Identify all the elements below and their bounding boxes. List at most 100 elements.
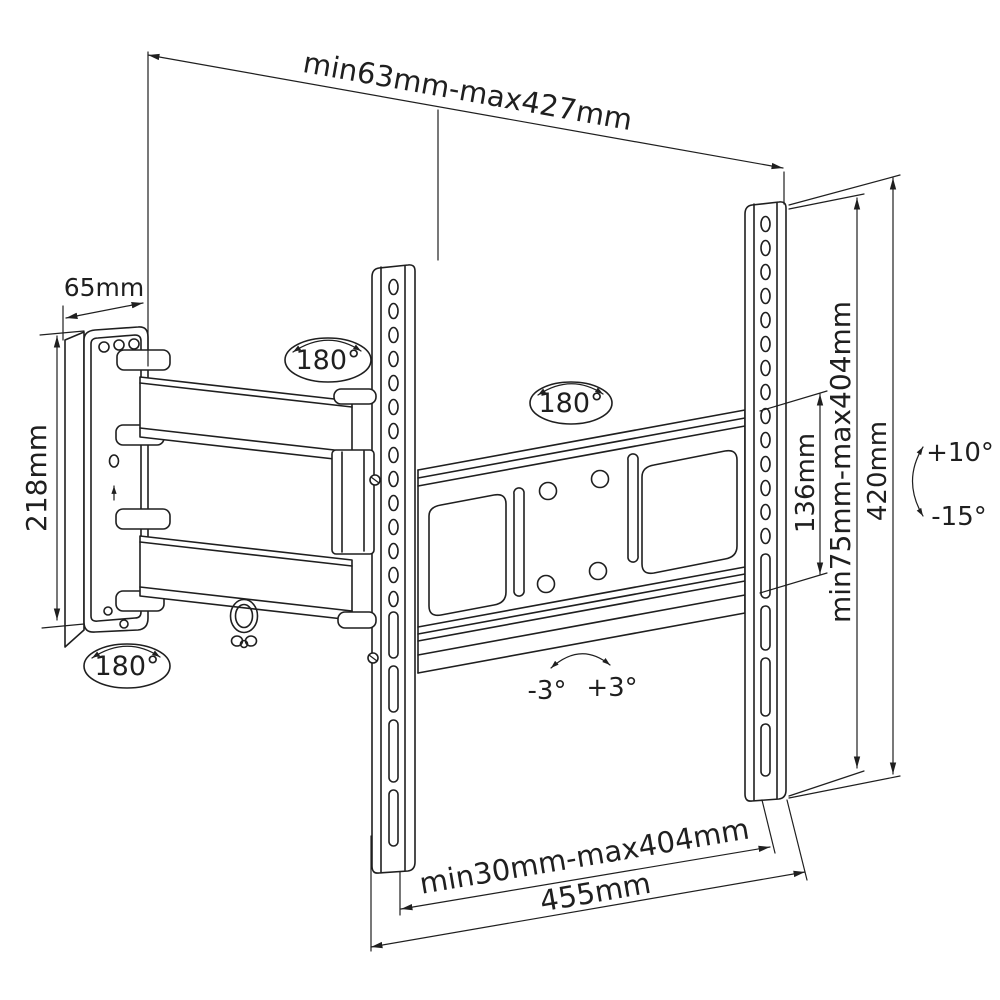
tv-plate-bottom-fold	[417, 594, 746, 656]
rail-hole	[760, 407, 771, 425]
swivel-ellipse	[529, 381, 613, 425]
rail-hole	[760, 239, 771, 257]
rail-hole	[388, 566, 399, 584]
rail-hole	[760, 335, 771, 353]
wall-plate-side-face	[64, 331, 85, 648]
rail-hole	[388, 446, 399, 464]
tv-plate-lower-lip	[417, 612, 746, 674]
rail-hole	[388, 374, 399, 392]
vesa-hole	[536, 574, 556, 594]
extension-line	[786, 799, 808, 881]
rail-hole	[760, 359, 771, 377]
extension-line	[39, 330, 85, 336]
rail-slot	[760, 605, 771, 651]
pull-ring-inner	[234, 603, 254, 629]
dim-wall-plate-height-label: 218mm	[20, 424, 53, 532]
lower-arm	[139, 535, 353, 621]
rail-hole	[760, 527, 771, 545]
tilt-up-label: +10°	[926, 438, 994, 468]
rail-hole	[760, 503, 771, 521]
rail-hole	[388, 326, 399, 344]
right-rail-body	[744, 201, 787, 802]
rail-slot	[760, 657, 771, 717]
rail-hole	[388, 422, 399, 440]
wall-plate-inner-outline	[90, 334, 142, 622]
lower-arm-fold-line	[139, 541, 353, 567]
rail-hole	[760, 215, 771, 233]
swivel-tv-label: 180°	[538, 388, 603, 419]
rail-screw-slot	[370, 476, 380, 484]
dim-wall-plate-width-label: 65mm	[64, 273, 145, 302]
rail-hole	[388, 350, 399, 368]
tilt-down-label: -15°	[931, 502, 986, 532]
rail-slot	[760, 553, 771, 599]
left-rail-holes	[388, 278, 399, 847]
rail-hole	[760, 455, 771, 473]
tv-plate-top-fold	[417, 417, 746, 479]
upper-arm	[139, 376, 353, 462]
upper-arm-fold-line	[139, 382, 353, 408]
lower-elbow-bolt	[337, 611, 377, 629]
rail-hole	[388, 518, 399, 536]
dim-vesa-height-range-label: min75mm-max404mm	[824, 301, 857, 623]
level-left-label: -3°	[528, 676, 567, 706]
rail-screw-slot	[368, 654, 378, 662]
rail-hole	[388, 470, 399, 488]
swivel-badge-base: 180°	[83, 643, 171, 689]
wall-plate-front-face	[83, 326, 149, 633]
extension-line	[788, 770, 865, 797]
mounting-hole	[128, 338, 140, 350]
tv-plate-top-fold	[417, 409, 746, 471]
extension-line	[41, 623, 85, 629]
tv-plate-bottom-fold	[417, 573, 746, 635]
left-vesa-rail	[371, 264, 416, 874]
rail-hole	[388, 494, 399, 512]
pull-ring-clip	[239, 639, 249, 649]
arm-link-column	[331, 449, 375, 555]
rail-slot	[388, 611, 399, 659]
tv-plate-bottom-fold	[417, 580, 746, 642]
swivel-badge-tv: 180°	[529, 381, 613, 425]
extension-line	[759, 390, 828, 412]
rail-slot	[760, 723, 771, 777]
swivel-ellipse	[83, 643, 171, 689]
dimension-line	[65, 302, 144, 319]
rail-hole	[760, 431, 771, 449]
rail-hole	[760, 263, 771, 281]
swivel-rotation-arrows	[292, 339, 362, 353]
dimension-line	[370, 870, 806, 949]
pull-ring	[229, 598, 259, 649]
tv-plate-slot	[513, 487, 525, 597]
extension-line	[788, 193, 865, 210]
upper-elbow-bolt	[333, 388, 377, 405]
swivel-ellipse	[284, 337, 372, 383]
extension-line	[761, 799, 776, 854]
swivel-rotation-arrows	[537, 383, 604, 396]
swivel-badge-wall: 180°	[284, 337, 372, 383]
tilt-arc-arrow	[912, 446, 924, 517]
rail-slot	[388, 665, 399, 713]
vesa-hole	[588, 561, 608, 581]
keyhole	[108, 454, 120, 468]
mounting-hole	[113, 339, 125, 351]
upper-hinge-cap	[116, 349, 171, 371]
right-rail-holes	[760, 215, 771, 777]
rail-hole	[760, 383, 771, 401]
tv-plate	[417, 409, 746, 674]
rail-hole	[388, 302, 399, 320]
lower-hinge-cap	[115, 508, 171, 530]
rail-hole	[388, 278, 399, 296]
swivel-rotation-arrows	[91, 645, 161, 659]
mounting-hole	[119, 619, 129, 629]
tv-plate-top-fold	[417, 425, 746, 487]
upper-arm-fold-line	[139, 427, 353, 453]
pull-ring-outer	[229, 598, 259, 634]
extension-line	[788, 174, 901, 206]
swivel-base-label: 180°	[94, 651, 159, 682]
dim-bracket-height-label: 420mm	[863, 421, 893, 521]
extension-line	[759, 572, 828, 594]
right-vesa-rail	[744, 201, 787, 802]
rail-hole	[388, 590, 399, 608]
